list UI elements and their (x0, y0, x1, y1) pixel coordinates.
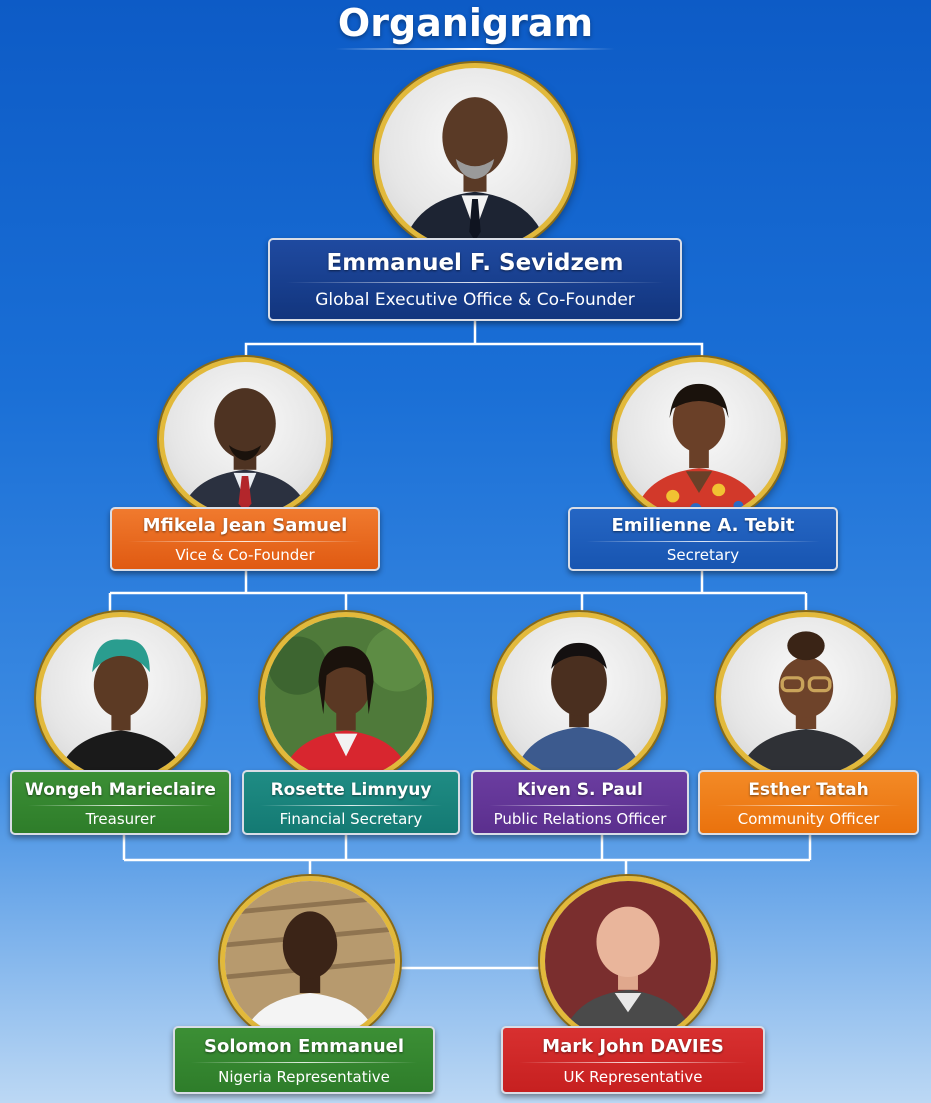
person-silhouette-icon (545, 881, 711, 1041)
member-card-solomon-emmanuel: Solomon Emmanuel Nigeria Representative (173, 1026, 435, 1094)
card-divider (586, 541, 820, 542)
member-role: Public Relations Officer (493, 810, 667, 828)
person-silhouette-icon (225, 881, 395, 1041)
connector-third-to-fourth (122, 835, 812, 878)
connector-second-to-third (108, 571, 808, 612)
avatar-solomon-emmanuel (220, 876, 400, 1046)
member-card-esther-tatah: Esther Tatah Community Officer (698, 770, 919, 835)
avatar-emilienne-tebit (612, 357, 786, 523)
page-title: Organigram (337, 1, 594, 45)
member-card-emilienne-tebit: Emilienne A. Tebit Secretary (568, 507, 838, 571)
member-card-wongeh-marieclaire: Wongeh Marieclaire Treasurer (10, 770, 231, 835)
card-divider (191, 1062, 417, 1063)
member-card-kiven-paul: Kiven S. Paul Public Relations Officer (471, 770, 689, 835)
member-name: Kiven S. Paul (517, 780, 643, 800)
member-role: Global Executive Office & Co-Founder (315, 290, 635, 310)
card-divider (489, 805, 671, 806)
avatar-wongeh-marieclaire (36, 612, 206, 784)
member-role: Vice & Co-Founder (175, 546, 315, 564)
member-card-mfikela-jean-samuel: Mfikela Jean Samuel Vice & Co-Founder (110, 507, 380, 571)
member-name: Emilienne A. Tebit (611, 515, 795, 536)
avatar-rosette-limnyuy (260, 612, 432, 784)
member-role: Financial Secretary (279, 810, 423, 828)
member-name: Esther Tatah (748, 780, 869, 800)
member-name: Solomon Emmanuel (203, 1036, 405, 1057)
connector-top-to-second (244, 320, 704, 360)
avatar-esther-tatah (716, 612, 896, 782)
member-role: Secretary (666, 546, 740, 564)
avatar-mfikela-jean-samuel (159, 357, 331, 521)
avatar-emmanuel-sevidzem (374, 63, 576, 255)
avatar-kiven-paul (492, 612, 666, 784)
member-role: Nigeria Representative (218, 1068, 390, 1086)
member-role: Treasurer (85, 810, 156, 828)
title-underline (335, 48, 615, 50)
person-silhouette-icon (738, 631, 874, 777)
person-silhouette-icon (57, 639, 185, 779)
card-divider (286, 282, 664, 283)
person-silhouette-icon (265, 617, 427, 779)
member-name: Emmanuel F. Sevidzem (326, 250, 624, 276)
card-divider (28, 805, 213, 806)
member-name: Rosette Limnyuy (270, 780, 432, 800)
card-divider (128, 541, 362, 542)
member-card-rosette-limnyuy: Rosette Limnyuy Financial Secretary (242, 770, 460, 835)
person-silhouette-icon (180, 388, 310, 516)
member-name: Mark John DAVIES (542, 1036, 724, 1057)
member-role: UK Representative (563, 1068, 703, 1086)
member-card-emmanuel-sevidzem: Emmanuel F. Sevidzem Global Executive Of… (268, 238, 682, 321)
card-divider (519, 1062, 747, 1063)
member-name: Mfikela Jean Samuel (142, 515, 348, 536)
card-divider (260, 805, 442, 806)
person-silhouette-icon (633, 383, 765, 518)
person-silhouette-icon (402, 97, 548, 250)
member-name: Wongeh Marieclaire (25, 780, 216, 800)
card-divider (716, 805, 901, 806)
person-silhouette-icon (513, 642, 645, 779)
member-card-mark-john-davies: Mark John DAVIES UK Representative (501, 1026, 765, 1094)
avatar-mark-john-davies (540, 876, 716, 1046)
member-role: Community Officer (737, 810, 880, 828)
